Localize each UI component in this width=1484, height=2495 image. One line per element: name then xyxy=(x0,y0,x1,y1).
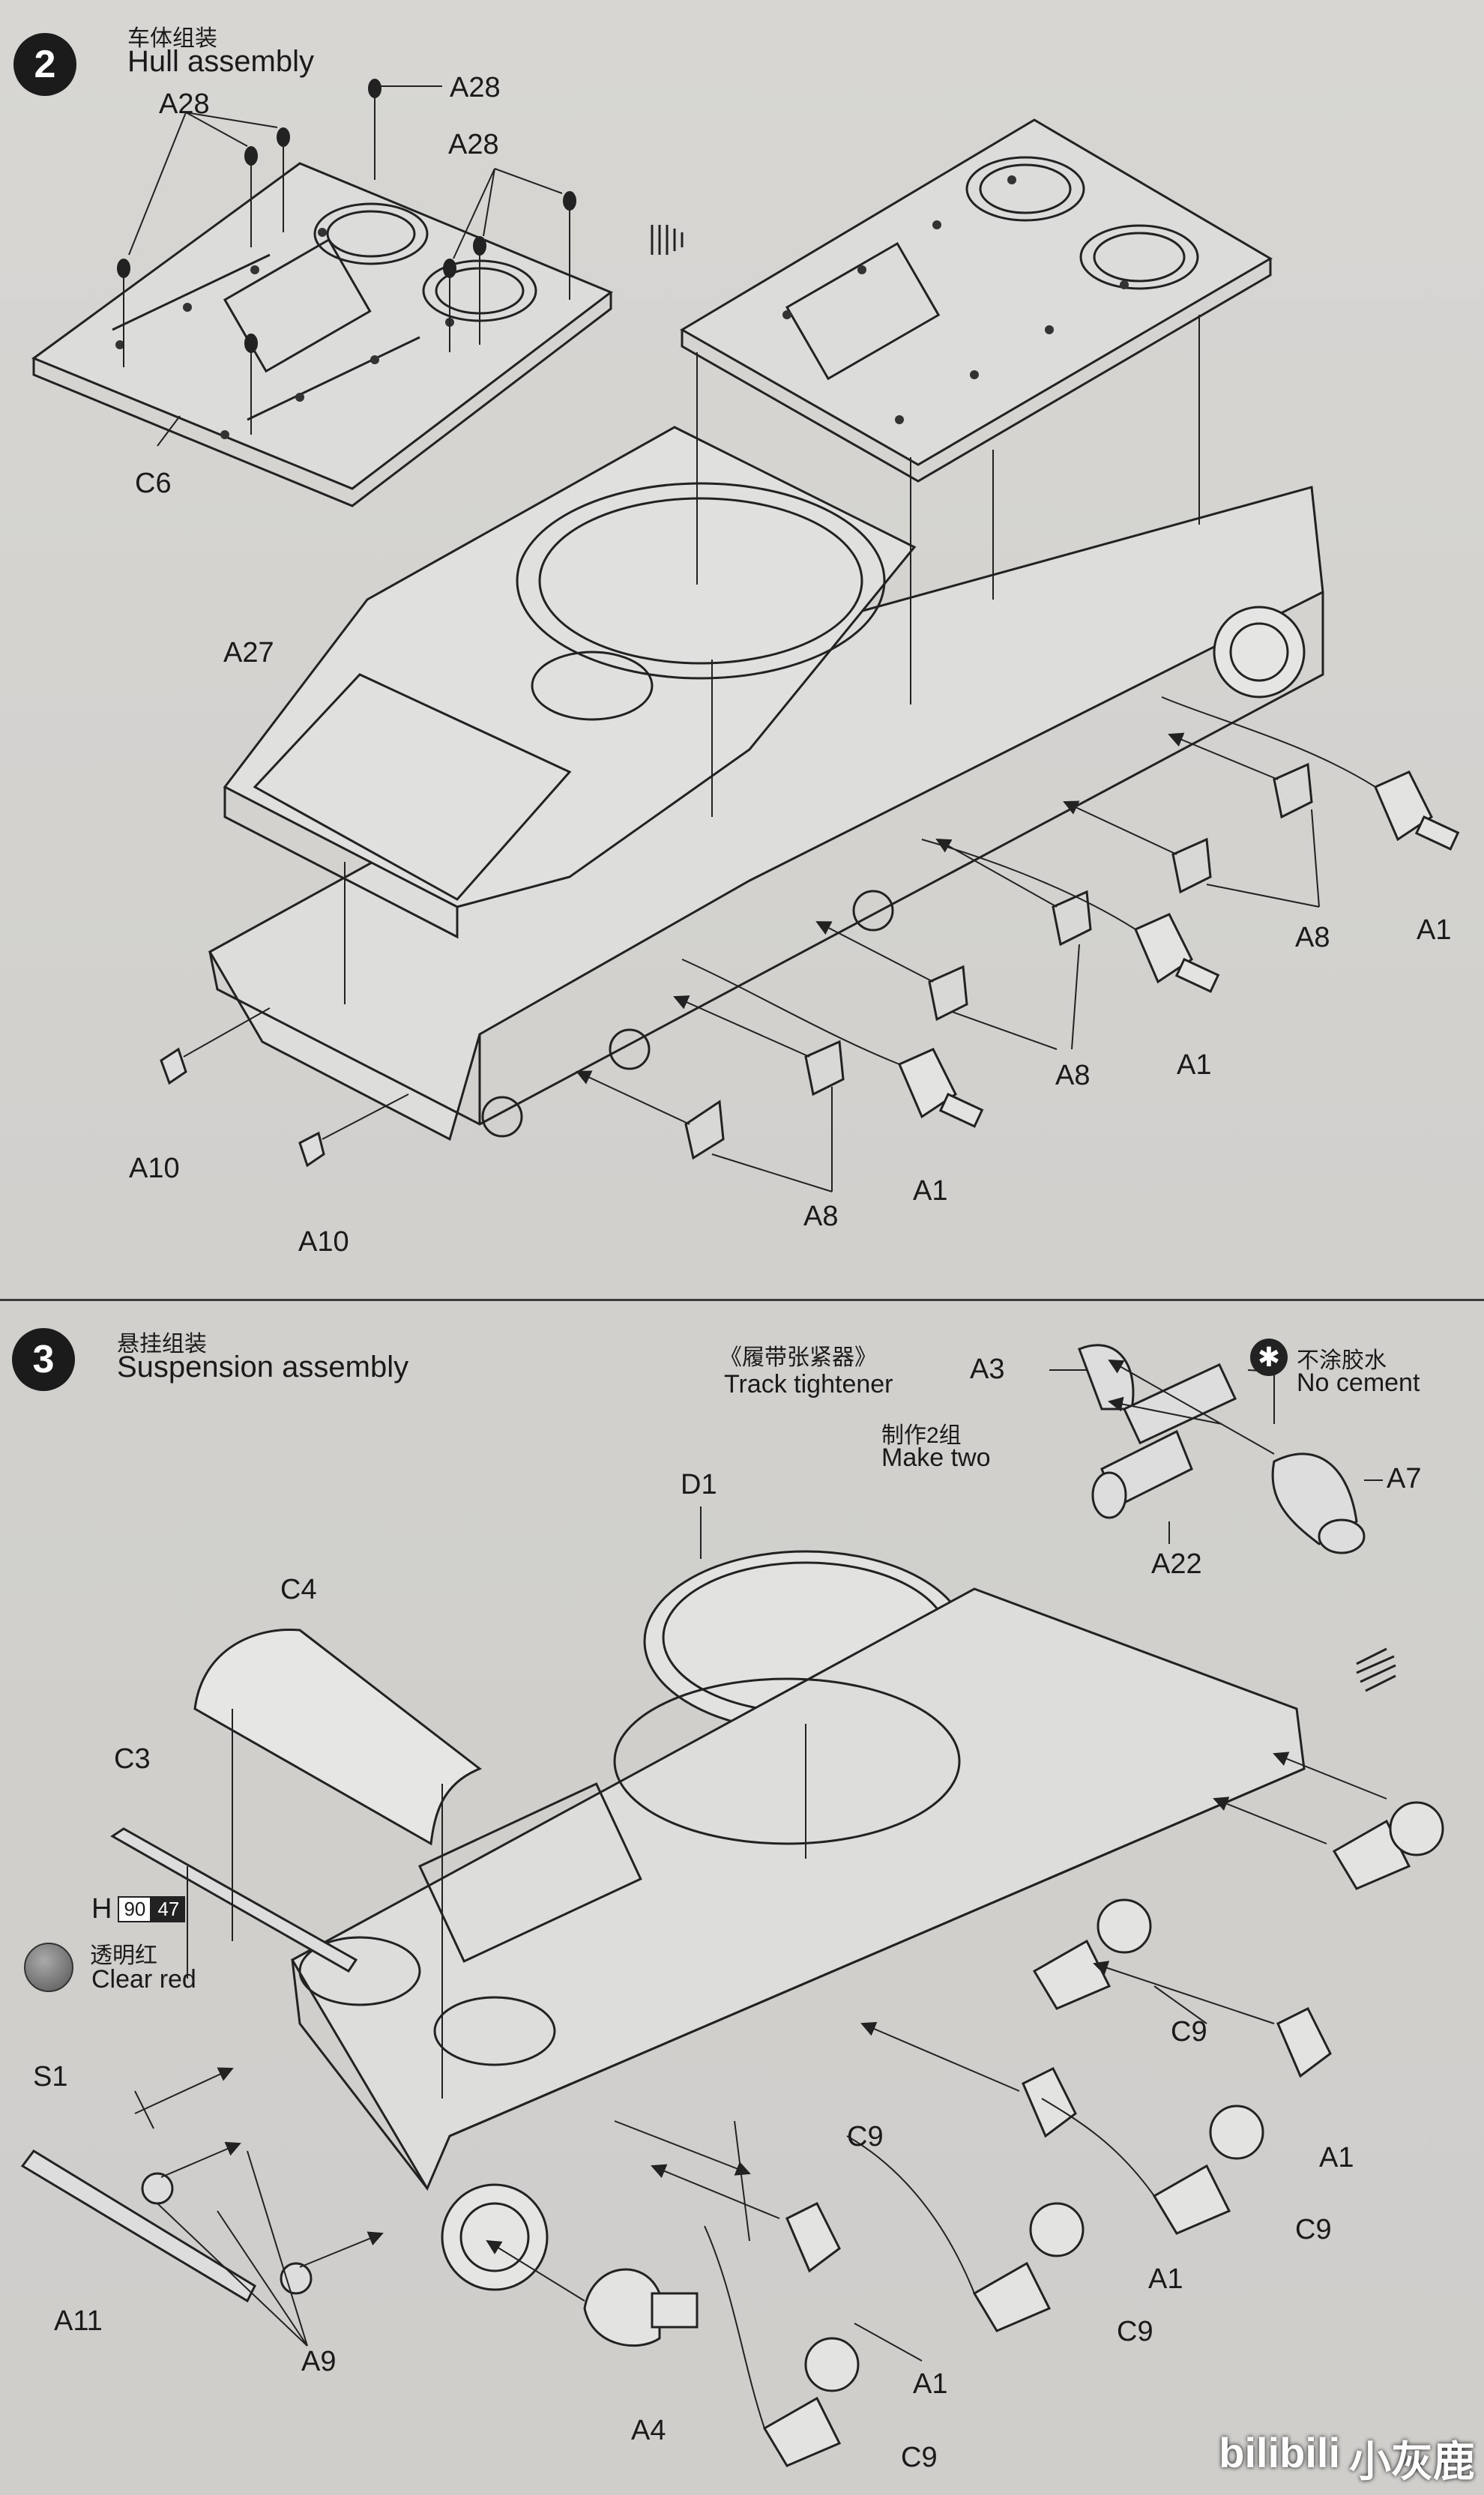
label-a10-right: A10 xyxy=(298,1226,349,1258)
label-a7: A7 xyxy=(1387,1463,1422,1494)
step-divider xyxy=(0,1299,1484,1301)
label-c9-bottom: C9 xyxy=(901,2442,938,2473)
step-2-badge: 2 xyxy=(13,33,76,96)
label-a27: A27 xyxy=(223,637,274,669)
label-a1-bottom: A1 xyxy=(913,1175,948,1207)
label-a28-right: A28 xyxy=(448,129,499,160)
label-c9-lower: C9 xyxy=(1117,2316,1153,2347)
hull-assembly-drawing xyxy=(31,79,1460,1192)
watermark-brand: bilibili xyxy=(1219,2429,1340,2476)
clear-red-cn: 透明红 xyxy=(90,1943,157,1968)
label-a28-left: A28 xyxy=(159,88,210,120)
label-c4: C4 xyxy=(280,1574,317,1605)
watermark: bilibili 小灰鹿 xyxy=(1219,2428,1475,2489)
label-a1-right: A1 xyxy=(1319,2142,1354,2173)
track-tightener-cn: 《履带张紧器》 xyxy=(720,1345,877,1370)
color-code-47: 47 xyxy=(151,1896,186,1922)
label-c3: C3 xyxy=(114,1743,151,1775)
label-a1-bottom: A1 xyxy=(913,2368,948,2400)
step-2-number: 2 xyxy=(34,43,56,86)
step-2-title-cn: 车体组装 xyxy=(127,26,217,51)
label-c9-right: C9 xyxy=(1295,2214,1332,2245)
step-3-number: 3 xyxy=(32,1338,55,1381)
step-3-title-cn: 悬挂组装 xyxy=(117,1332,207,1357)
label-a28-top: A28 xyxy=(450,72,501,103)
make-two-cn: 制作2组 xyxy=(881,1423,962,1448)
color-code-letter: H xyxy=(91,1893,112,1925)
label-d1: D1 xyxy=(681,1469,717,1500)
label-a8-right: A8 xyxy=(1295,922,1330,953)
label-a1-right: A1 xyxy=(1417,914,1452,946)
clear-red-swatch-icon xyxy=(24,1943,73,1992)
label-a8-middle: A8 xyxy=(1055,1060,1091,1091)
label-s1: S1 xyxy=(33,2061,68,2093)
label-c9-center: C9 xyxy=(847,2121,884,2152)
step-3-title-en: Suspension assembly xyxy=(117,1351,409,1384)
clear-red-en: Clear red xyxy=(91,1965,196,1994)
label-a22: A22 xyxy=(1151,1548,1202,1580)
label-a9: A9 xyxy=(301,2346,337,2377)
make-two-en: Make two xyxy=(881,1443,991,1472)
label-a3: A3 xyxy=(970,1354,1005,1385)
label-c6: C6 xyxy=(135,468,172,499)
step-3-badge: 3 xyxy=(12,1328,75,1391)
no-cement-en: No cement xyxy=(1297,1369,1420,1397)
label-a8-bottom: A8 xyxy=(803,1201,839,1232)
label-a11: A11 xyxy=(54,2305,103,2337)
no-cement-icon: ✱ xyxy=(1250,1339,1288,1376)
watermark-user: 小灰鹿 xyxy=(1349,2438,1475,2485)
label-c9-upper: C9 xyxy=(1171,2016,1207,2048)
track-tightener-en: Track tightener xyxy=(724,1370,893,1399)
color-code-90: 90 xyxy=(118,1896,152,1922)
label-a1-middle: A1 xyxy=(1148,2263,1183,2295)
color-code: H 90 47 xyxy=(91,1893,186,1925)
label-a1-middle: A1 xyxy=(1177,1049,1212,1081)
no-cement-cn: 不涂胶水 xyxy=(1297,1348,1387,1373)
step-2-title-en: Hull assembly xyxy=(127,45,314,78)
label-a10-left: A10 xyxy=(129,1153,180,1184)
label-a4: A4 xyxy=(631,2415,666,2446)
